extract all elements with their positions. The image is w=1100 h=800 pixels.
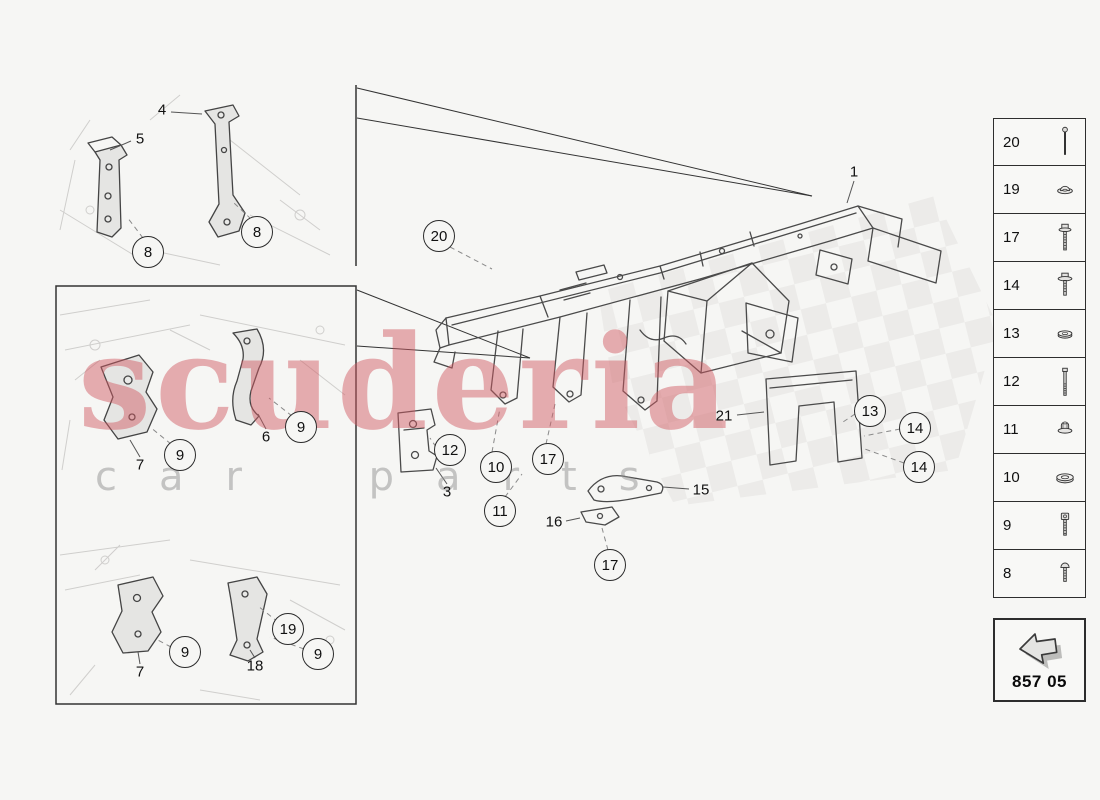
part-number-label: 8: [1003, 565, 1012, 582]
pin-bolt-icon: [1054, 123, 1076, 161]
part-number-label: 13: [1003, 325, 1020, 342]
callout-9[interactable]: 9: [302, 638, 334, 670]
stud-icon: [1054, 363, 1076, 401]
callout-9[interactable]: 9: [285, 411, 317, 443]
parts-list-item-19[interactable]: 19: [993, 166, 1086, 214]
callout-20[interactable]: 20: [423, 220, 455, 252]
parts-list-item-14[interactable]: 14: [993, 262, 1086, 310]
part-label-5: 5: [135, 130, 145, 148]
thumbnail-nav-box[interactable]: 857 05: [993, 618, 1086, 702]
cap-screw-icon: [1054, 507, 1076, 545]
diagram-code: 857 05: [1012, 671, 1067, 691]
callout-8[interactable]: 8: [132, 236, 164, 268]
callout-13[interactable]: 13: [854, 395, 886, 427]
parts-list-item-13[interactable]: 13: [993, 310, 1086, 358]
parts-list-item-11[interactable]: 11: [993, 406, 1086, 454]
part-label-3: 3: [442, 483, 452, 501]
callout-14[interactable]: 14: [903, 451, 935, 483]
callout-8[interactable]: 8: [241, 216, 273, 248]
callout-12[interactable]: 12: [434, 434, 466, 466]
part-number-label: 20: [1003, 133, 1020, 151]
grommet-icon: [1054, 171, 1076, 209]
callout-17[interactable]: 17: [532, 443, 564, 475]
button-screw-icon: [1054, 555, 1076, 593]
flanged-screw-short-icon: [1054, 267, 1076, 305]
parts-list-item-17[interactable]: 17: [993, 214, 1086, 262]
callout-9[interactable]: 9: [164, 439, 196, 471]
back-arrow-icon: [1011, 629, 1069, 669]
part-number-label: 14: [1003, 277, 1020, 294]
flanged-screw-icon: [1054, 219, 1076, 257]
part-number-label: 9: [1003, 517, 1012, 534]
parts-list-item-9[interactable]: 9: [993, 502, 1086, 550]
part-label-15: 15: [692, 481, 710, 499]
part-number-label: 10: [1003, 469, 1020, 486]
part-label-1: 1: [849, 163, 859, 181]
callout-9[interactable]: 9: [169, 636, 201, 668]
callout-14[interactable]: 14: [899, 412, 931, 444]
part-label-6: 6: [261, 428, 271, 446]
parts-list-item-20[interactable]: 20: [993, 118, 1086, 166]
part-number-label: 12: [1003, 373, 1020, 390]
parts-list: 20 19 17 14 13 12 11 10 9 8: [993, 118, 1086, 598]
washer-icon: [1054, 315, 1076, 353]
flange-nut-icon: [1054, 411, 1076, 449]
part-number-label: 17: [1003, 229, 1020, 246]
part-label-16: 16: [545, 513, 563, 531]
part-label-7: 7: [135, 663, 145, 681]
callout-11[interactable]: 11: [484, 495, 516, 527]
part-number-label: 11: [1003, 421, 1019, 438]
parts-list-item-12[interactable]: 12: [993, 358, 1086, 406]
part-label-4: 4: [157, 101, 167, 119]
callout-10[interactable]: 10: [480, 451, 512, 483]
parts-list-item-8[interactable]: 8: [993, 550, 1086, 598]
part-label-21: 21: [715, 407, 733, 425]
part-label-18: 18: [246, 657, 264, 675]
callout-17[interactable]: 17: [594, 549, 626, 581]
part-number-label: 19: [1003, 181, 1020, 198]
large-washer-icon: [1054, 459, 1076, 497]
parts-list-item-10[interactable]: 10: [993, 454, 1086, 502]
part-label-7: 7: [135, 456, 145, 474]
callout-19[interactable]: 19: [272, 613, 304, 645]
